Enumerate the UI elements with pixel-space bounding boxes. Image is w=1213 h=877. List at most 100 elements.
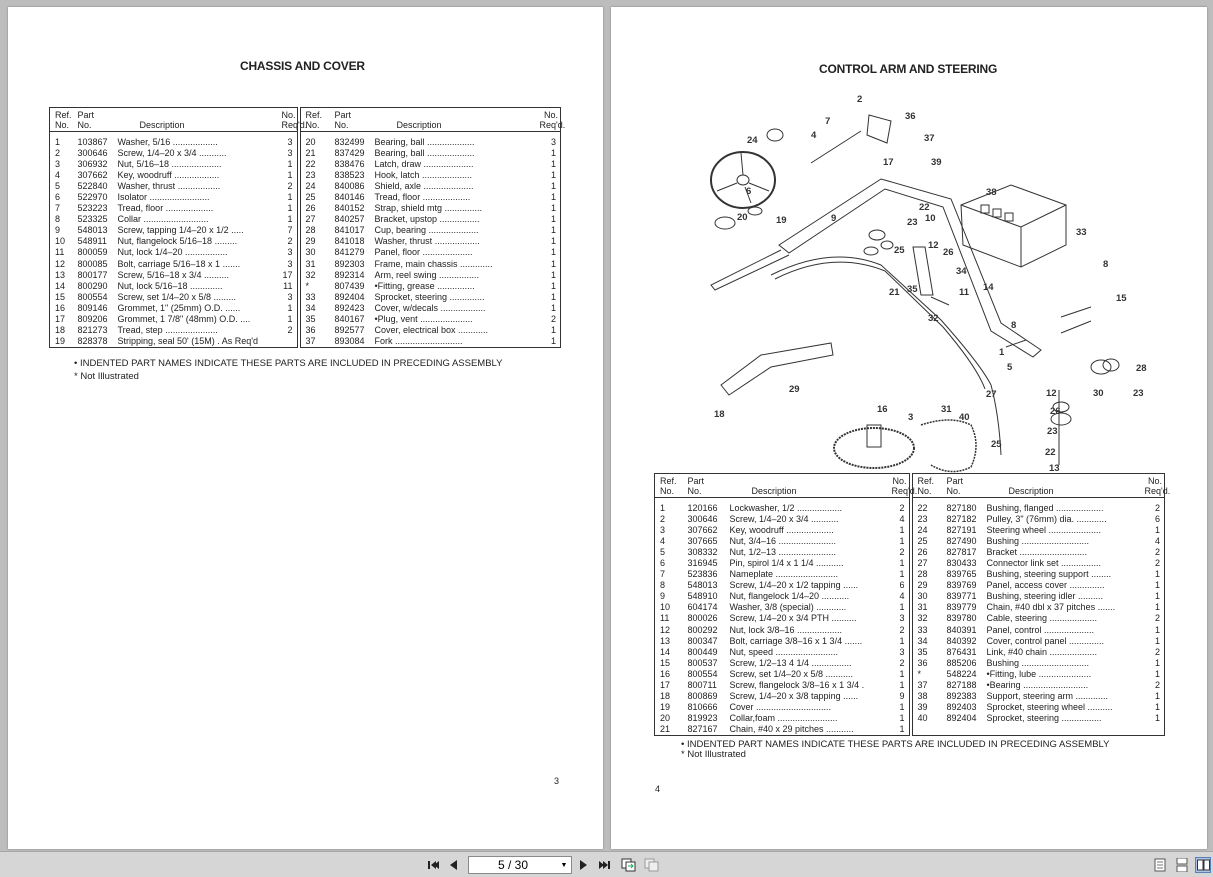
cell-qty: 1 [287, 302, 293, 313]
cell-desc: •Fitting, lube ..................... [986, 668, 1092, 679]
cell-ref: 22 [296, 159, 333, 171]
cell-ref: 39 [908, 701, 945, 713]
cell-ref: 35 [908, 646, 945, 658]
cell-desc: Sprocket, steering wheel .......... [986, 701, 1113, 712]
paste-icon[interactable] [643, 857, 661, 873]
cell-part: 840152 [334, 203, 365, 214]
cell-desc: Isolator ........................ [117, 192, 210, 203]
callout-label: 2 [857, 94, 862, 105]
cell-ref: 8 [55, 214, 61, 225]
cell-desc: Frame, main chassis ............. [374, 258, 493, 269]
cell-ref: 2 [55, 148, 61, 159]
cell-desc: Nut, lock 1/4–20 ................. [117, 247, 228, 258]
cell-desc: Bracket, upstop ................ [374, 214, 480, 225]
parts-table: Ref. No. Part No. Description No. Req'd.… [49, 107, 565, 348]
cell-qty: 1 [550, 236, 556, 247]
cell-ref: 18 [660, 690, 671, 701]
callout-label: 38 [986, 187, 997, 198]
cell-desc: Screw, 1/4–20 x 1/2 tapping ...... [729, 580, 859, 591]
cell-qty: 2 [1154, 613, 1160, 624]
cell-qty: 3 [287, 258, 293, 269]
cell-ref: 31 [296, 258, 333, 270]
first-page-icon[interactable] [425, 857, 441, 873]
cell-ref: 1 [660, 503, 666, 513]
single-page-icon[interactable] [1152, 857, 1168, 873]
cell-ref: 32 [296, 269, 333, 281]
cell-part: 827490 [946, 536, 977, 547]
cell-qty: 17 [282, 269, 293, 280]
cell-ref: 5 [660, 547, 666, 558]
cell-part: 522970 [77, 192, 108, 203]
callout-label: 36 [905, 111, 916, 122]
cell-qty: 2 [287, 324, 293, 335]
cell-desc: Nut, flangelock 5/16–18 ......... [117, 236, 238, 247]
cell-qty [280, 336, 299, 348]
cell-part: 841017 [334, 225, 365, 236]
cell-part: 892577 [334, 324, 365, 335]
two-page-icon[interactable] [1195, 857, 1211, 873]
cell-ref: 28 [296, 225, 333, 237]
cell-ref: 12 [660, 624, 671, 635]
last-page-icon[interactable] [597, 857, 613, 873]
cell-part: 892383 [946, 690, 977, 701]
cell-part: 800869 [687, 690, 718, 701]
cell-part [945, 724, 985, 736]
cell-qty: 1 [550, 181, 556, 192]
cell-qty: 3 [287, 148, 293, 159]
cell-qty: 1 [287, 313, 293, 324]
continuous-icon[interactable] [1174, 857, 1190, 873]
cell-qty: 3 [550, 137, 556, 147]
cell-qty: 1 [287, 203, 293, 214]
cell-ref: 11 [55, 247, 65, 258]
cell-ref: 24 [296, 181, 333, 193]
parts-table: Ref. No. Part No. Description No. Req'd.… [654, 473, 1170, 736]
cell-part: 830433 [946, 558, 977, 569]
callout-label: 26 [1050, 406, 1061, 417]
cell-ref: 37 [908, 679, 945, 691]
cell-desc: Arm, reel swing ................ [374, 269, 480, 280]
cell-part: 523325 [77, 214, 108, 225]
cell-desc: Strap, shield mtg ............... [374, 203, 483, 214]
callout-label: 26 [943, 247, 954, 258]
cell-part: 827191 [946, 525, 977, 536]
cell-ref: 6 [55, 192, 61, 203]
dropdown-icon[interactable]: ▼ [560, 861, 568, 869]
cell-desc: Screw, 1/4–20 x 3/4 PTH .......... [729, 613, 857, 624]
cell-desc: •Bearing .......................... [986, 679, 1089, 690]
callout-label: 20 [737, 212, 748, 223]
cell-part: 800711 [687, 679, 717, 690]
cell-desc: Bushing ........................... [986, 536, 1090, 547]
callout-label: 14 [983, 282, 994, 293]
cell-desc: Screw, set 1/4–20 x 5/8 ......... [117, 291, 237, 302]
cell-part: 800537 [687, 657, 718, 668]
cell-qty: 1 [1154, 712, 1160, 723]
cell-part: 807439 [334, 280, 365, 291]
cell-part: 841018 [334, 236, 365, 247]
cell-part: 316945 [687, 558, 718, 569]
page-indicator: 5 / 30 [497, 858, 529, 872]
cell-ref: 25 [296, 192, 333, 204]
cell-ref: 26 [908, 547, 945, 559]
cell-ref: 29 [296, 236, 333, 248]
page-title: CONTROL ARM AND STEERING [819, 62, 998, 76]
cell-part: 832499 [334, 137, 365, 147]
cell-qty: 1 [899, 558, 905, 569]
next-page-icon[interactable] [577, 857, 591, 873]
cell-desc: Bearing, ball ................... [374, 137, 475, 147]
prev-page-icon[interactable] [446, 857, 460, 873]
page-number: 4 [655, 784, 661, 794]
page-selector[interactable]: 5 / 30 ▼ [468, 856, 572, 874]
cell-part: 821273 [77, 324, 108, 335]
copy-icon[interactable] [620, 857, 638, 873]
cell-ref: 37 [296, 335, 333, 348]
cell-part: 800290 [77, 280, 108, 291]
cell-desc: Cable, steering ................... [986, 613, 1098, 624]
cell-desc: Washer, 5/16 .................. [117, 137, 218, 147]
cell-qty: 3 [899, 613, 905, 624]
cell-qty: 1 [1154, 525, 1160, 536]
